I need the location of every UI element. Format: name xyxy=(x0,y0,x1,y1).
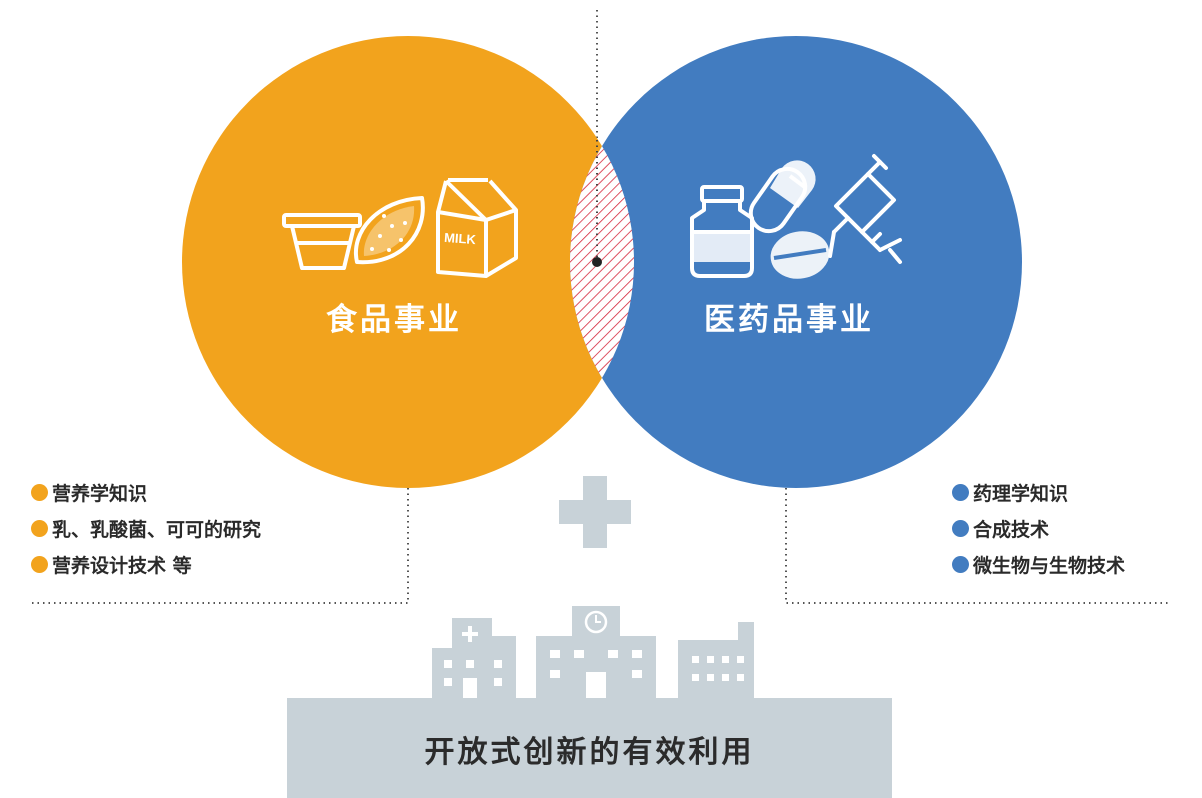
food-item-label: 营养设计技术 等 xyxy=(52,554,192,577)
syringe-icon xyxy=(828,154,902,264)
bullet-dot-icon xyxy=(31,483,48,501)
pharma-item-label: 微生物与生物技术 xyxy=(973,554,1126,577)
food-item-label: 营养学知识 xyxy=(52,482,148,505)
plus-icon xyxy=(559,476,631,548)
medicine-bottle-icon xyxy=(690,185,754,278)
pharma-connector-line xyxy=(785,488,1168,604)
pharma-knowledge-list: 药理学知识 合成技术 微生物与生物技术 xyxy=(952,474,1125,582)
clock-building-icon xyxy=(536,606,656,700)
bullet-dot-icon xyxy=(952,483,969,501)
open-innovation-title: 开放式创新的有效利用 xyxy=(424,735,755,770)
milk-carton-icon xyxy=(436,178,518,278)
food-business-label: 食品事业 xyxy=(326,302,462,338)
pharma-item-label: 合成技术 xyxy=(973,518,1050,541)
pharma-business-label: 医药品事业 xyxy=(704,302,874,338)
list-item: 微生物与生物技术 xyxy=(952,546,1125,582)
list-item: 营养设计技术 等 xyxy=(31,546,261,582)
bullet-dot-icon xyxy=(952,519,969,537)
list-item: 药理学知识 xyxy=(952,474,1125,510)
food-item-label: 乳、乳酸菌、可可的研究 xyxy=(52,518,262,541)
list-item: 乳、乳酸菌、可可的研究 xyxy=(31,510,261,546)
food-knowledge-list: 营养学知识 乳、乳酸菌、可可的研究 营养设计技术 等 xyxy=(31,474,261,582)
cup-icon xyxy=(282,213,362,270)
capsule-icon xyxy=(748,160,816,234)
list-item: 合成技术 xyxy=(952,510,1125,546)
milk-text: MILK xyxy=(444,230,477,247)
list-item: 营养学知识 xyxy=(31,474,261,510)
pharma-item-label: 药理学知识 xyxy=(973,482,1069,505)
tablet-icon xyxy=(770,231,830,279)
center-dot xyxy=(592,257,602,267)
bottom-banner xyxy=(287,698,892,798)
bullet-dot-icon xyxy=(31,519,48,537)
factory-icon xyxy=(678,622,754,700)
food-circle xyxy=(182,36,634,488)
bullet-dot-icon xyxy=(952,555,969,573)
hospital-icon xyxy=(432,618,516,700)
almond-icon xyxy=(353,196,425,265)
medicine-bottle-label xyxy=(694,234,750,262)
bullet-dot-icon xyxy=(31,555,48,573)
